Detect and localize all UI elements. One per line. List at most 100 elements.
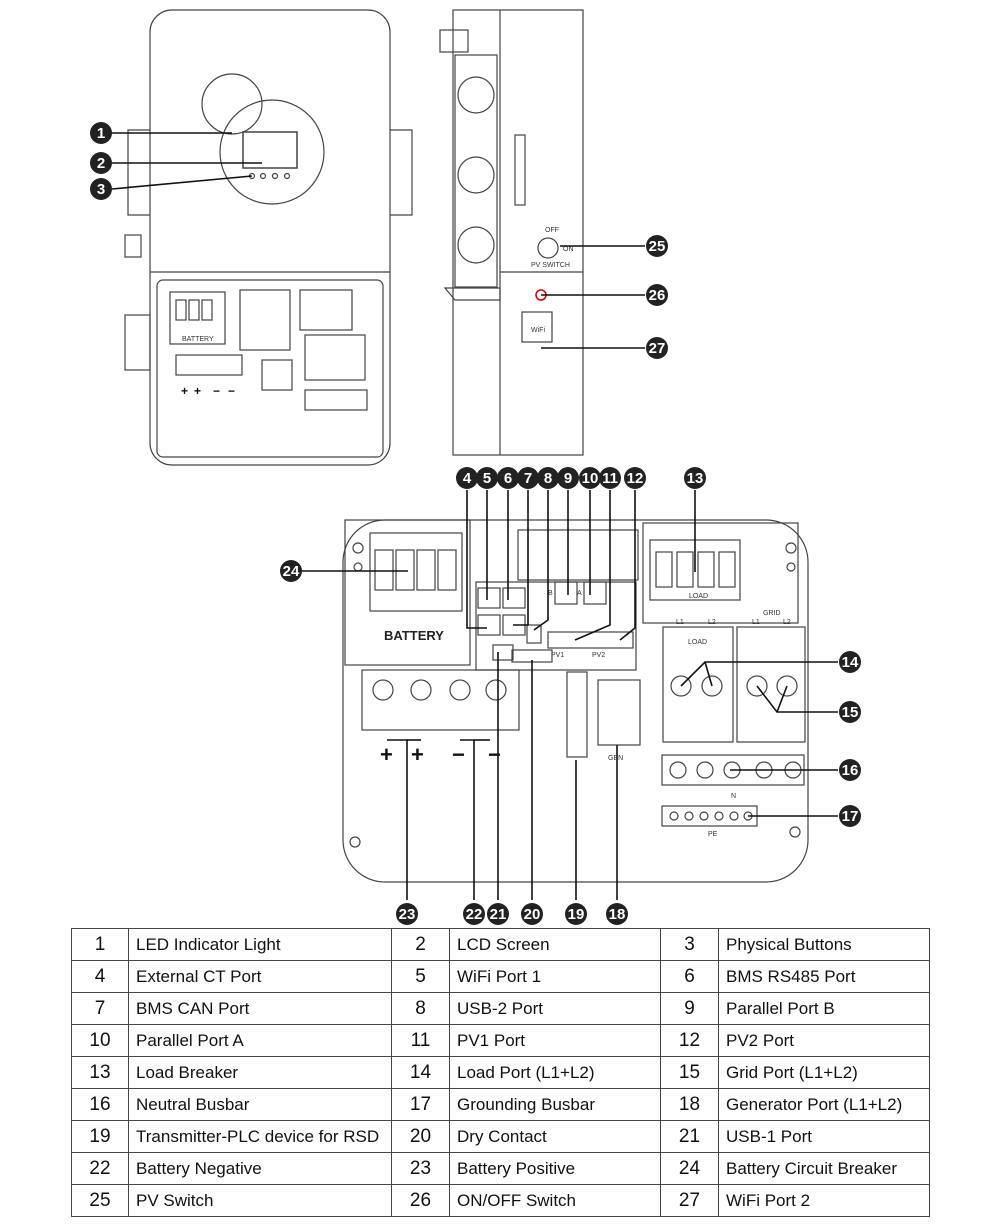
parallel-port-a[interactable] — [583, 581, 607, 605]
usb-1-port[interactable] — [492, 644, 514, 661]
callout-badge-circle — [537, 467, 559, 489]
callout-number: 10 — [582, 470, 599, 487]
physical-buttons[interactable] — [248, 172, 291, 180]
callout-3: 3 — [90, 178, 112, 200]
callout-8: 8 — [537, 467, 559, 489]
wifi-label: WiFi — [531, 327, 545, 334]
callout-badge-circle — [557, 467, 579, 489]
callout-badge-circle — [487, 903, 509, 925]
callout-number: 11 — [602, 470, 618, 487]
callout-6: 6 — [497, 467, 519, 489]
legend-description: External CT Port — [128, 960, 392, 993]
legend-description: Physical Buttons — [718, 928, 930, 961]
fan-icon — [457, 156, 495, 194]
battery-terminals[interactable] — [361, 669, 520, 731]
load-l1-label: L1 — [676, 619, 684, 626]
legend-description: Dry Contact — [449, 1120, 661, 1153]
legend-description: Neutral Busbar — [128, 1088, 392, 1121]
callout-9: 9 — [557, 467, 579, 489]
wifi-port-2[interactable] — [521, 311, 553, 343]
callout-badge-circle — [606, 903, 628, 925]
callout-number: 25 — [649, 238, 666, 255]
parallel-a-label: A — [577, 590, 582, 597]
parallel-port-b[interactable] — [554, 581, 578, 605]
callout-1: 1 — [90, 122, 112, 144]
fan-icon — [457, 76, 495, 114]
callout-12: 12 — [624, 467, 646, 489]
callout-number: 16 — [842, 762, 859, 779]
callout-badge-circle — [624, 467, 646, 489]
pe-label: PE — [708, 831, 718, 838]
battery-plus-1: + — [380, 742, 393, 767]
load-port[interactable] — [662, 626, 734, 743]
led-indicator-light — [201, 73, 263, 135]
battery-minus-2: − — [488, 742, 501, 767]
legend-number: 18 — [660, 1088, 719, 1121]
callout-number: 20 — [524, 906, 541, 923]
battery-circuit-breaker[interactable] — [369, 532, 463, 612]
callout-number: 12 — [627, 470, 644, 487]
legend-number: 21 — [660, 1120, 719, 1153]
grid-port[interactable] — [736, 626, 806, 743]
legend-number: 10 — [71, 1024, 129, 1057]
legend-description: PV2 Port — [718, 1024, 930, 1057]
legend-description: LCD Screen — [449, 928, 661, 961]
wifi-port-1[interactable] — [502, 587, 526, 609]
external-ct-port[interactable] — [477, 587, 501, 609]
legend-number: 12 — [660, 1024, 719, 1057]
pv-ports[interactable] — [547, 631, 634, 649]
front-view — [124, 9, 413, 466]
callout-badge-circle — [463, 903, 485, 925]
callout-16: 16 — [839, 759, 861, 781]
front-minus-2: − — [228, 384, 235, 398]
callout-number: 27 — [649, 340, 666, 357]
load-port-label: LOAD — [688, 639, 707, 646]
callout-number: 6 — [504, 470, 512, 487]
callout-25: 25 — [646, 235, 668, 257]
side-view — [439, 9, 584, 456]
callout-badge-circle — [599, 467, 621, 489]
front-minus-1: − — [213, 384, 220, 398]
callout-badge-circle — [90, 152, 112, 174]
load-breaker[interactable] — [649, 539, 741, 601]
callout-number: 17 — [842, 808, 859, 825]
load-l2-label: L2 — [708, 619, 716, 626]
pv-switch[interactable] — [537, 237, 559, 259]
callout-27: 27 — [646, 337, 668, 359]
legend-description: USB-1 Port — [718, 1120, 930, 1153]
gen-label: GEN — [608, 755, 623, 762]
callout-17: 17 — [839, 805, 861, 827]
callout-13: 13 — [684, 467, 706, 489]
legend-description: USB-2 Port — [449, 992, 661, 1025]
bms-rs485-port[interactable] — [477, 614, 501, 636]
legend-number: 16 — [71, 1088, 129, 1121]
callout-14: 14 — [839, 651, 861, 673]
front-plus-2: + — [194, 384, 201, 398]
battery-plus-2: + — [411, 742, 424, 767]
callout-number: 9 — [564, 470, 572, 487]
callout-10: 10 — [579, 467, 601, 489]
on-label: ON — [563, 246, 574, 253]
legend-description: Parallel Port A — [128, 1024, 392, 1057]
callout-number: 23 — [399, 906, 416, 923]
front-battery-label: BATTERY — [182, 336, 214, 343]
callout-number: 3 — [97, 181, 105, 198]
grid-l2-label: L2 — [783, 619, 791, 626]
legend-number: 2 — [391, 928, 450, 961]
legend-number: 17 — [391, 1088, 450, 1121]
callout-18: 18 — [606, 903, 628, 925]
callout-badge-circle — [646, 337, 668, 359]
battery-label: BATTERY — [384, 628, 444, 643]
legend-number: 7 — [71, 992, 129, 1025]
callout-badge-circle — [521, 903, 543, 925]
legend-description: Grid Port (L1+L2) — [718, 1056, 930, 1089]
grounding-busbar[interactable] — [661, 805, 758, 827]
generator-port[interactable] — [597, 679, 641, 746]
legend-description: Battery Negative — [128, 1152, 392, 1185]
front-plus-1: + — [181, 384, 188, 398]
usb-2-port[interactable] — [526, 624, 542, 644]
